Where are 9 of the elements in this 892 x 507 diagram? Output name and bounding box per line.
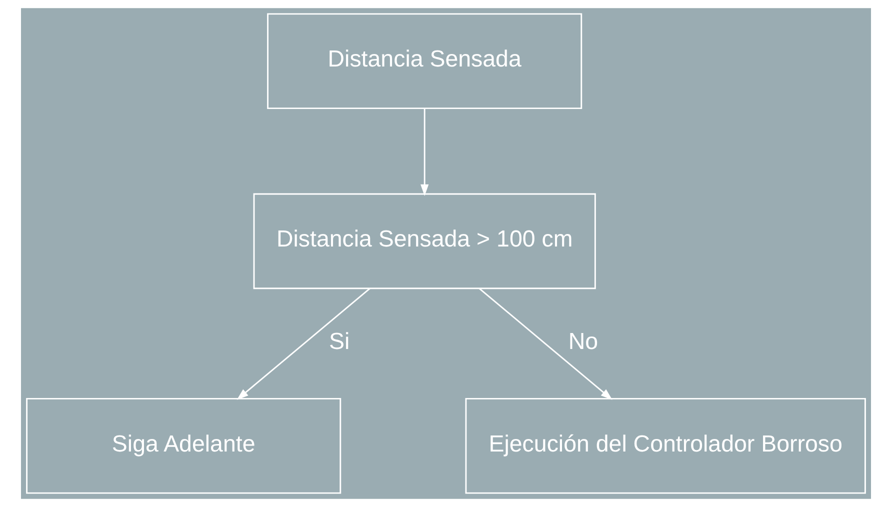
node-box: Distancia Sensada > 100 cm (253, 193, 596, 290)
arrow (236, 288, 370, 400)
node-box: Distancia Sensada (267, 13, 582, 110)
arrow (420, 108, 429, 196)
arrow (478, 288, 612, 400)
edge-label: No (568, 328, 598, 354)
node-box: Siga Adelante (26, 398, 342, 494)
edge-label: Si (329, 328, 350, 354)
node-box: Ejecución del Controlador Borroso (465, 398, 866, 494)
